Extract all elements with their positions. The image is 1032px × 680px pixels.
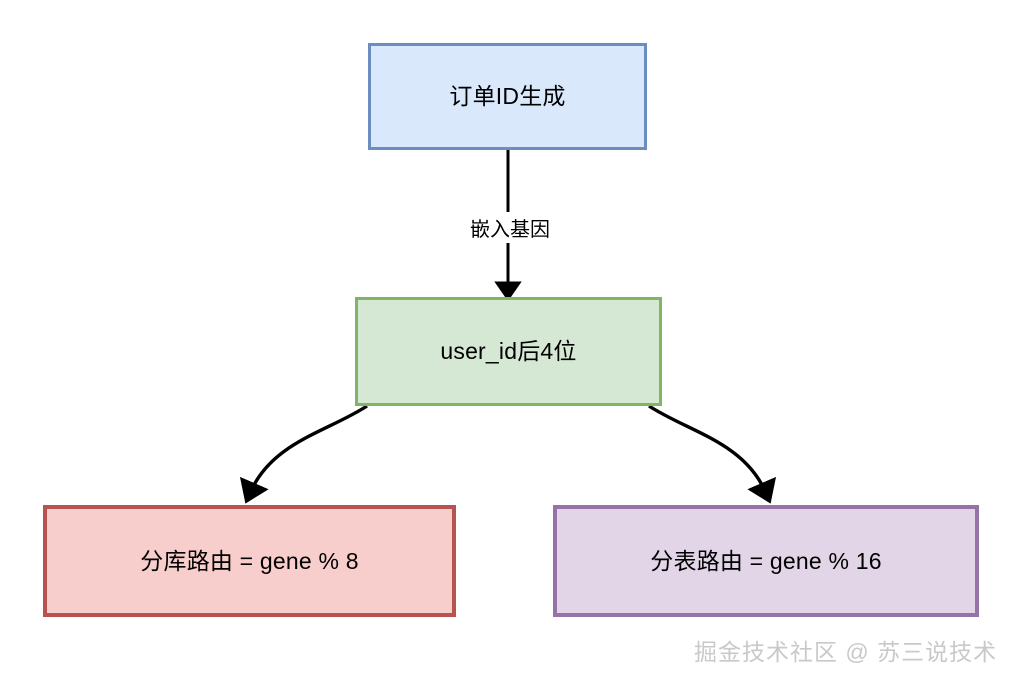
node-database-route[interactable]: 分库路由 = gene % 8 [43,505,456,617]
watermark-text: 掘金技术社区 @ 苏三说技术 [694,639,998,665]
node-table-route[interactable]: 分表路由 = gene % 16 [553,505,979,617]
node-order-id-generation[interactable]: 订单ID生成 [368,43,647,150]
edge-user-gene-to-db-route [239,404,368,504]
node-user-id-gene[interactable]: user_id后4位 [355,297,662,406]
edge-label-embed-gene: 嵌入基因 [452,212,568,243]
edge-user-gene-to-table-route [648,404,777,504]
